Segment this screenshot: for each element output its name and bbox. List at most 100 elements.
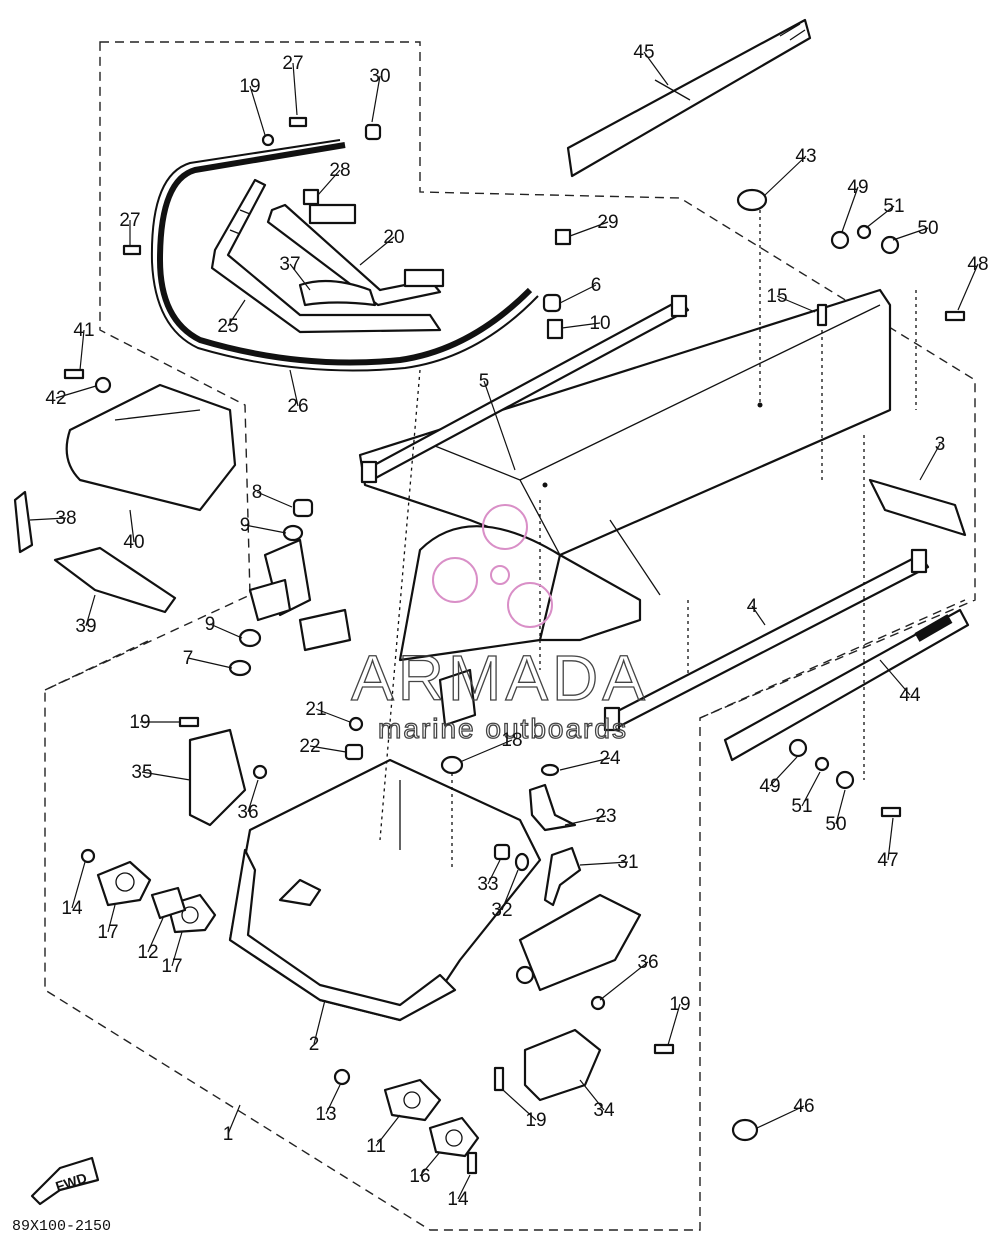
callout-21[interactable]: 21 (305, 699, 326, 720)
callout-17[interactable]: 17 (97, 922, 118, 943)
flange-17-left[interactable] (96, 860, 152, 907)
cover-40[interactable] (65, 383, 237, 512)
callout-41[interactable]: 41 (73, 320, 94, 341)
callout-6[interactable]: 6 (591, 275, 602, 296)
callout-19[interactable]: 19 (239, 76, 260, 97)
callout-30[interactable]: 30 (369, 66, 390, 87)
callout-50[interactable]: 50 (917, 218, 938, 239)
callout-10[interactable]: 10 (589, 313, 610, 334)
callout-7[interactable]: 7 (183, 648, 194, 669)
leader-lines (29, 51, 979, 1200)
callout-46[interactable]: 46 (793, 1096, 814, 1117)
callout-49[interactable]: 49 (759, 776, 780, 797)
leader-line-50 (892, 227, 929, 241)
leader-line-27 (292, 62, 298, 116)
decal-strip-44[interactable] (723, 608, 970, 762)
callout-15[interactable]: 15 (766, 286, 787, 307)
callout-8[interactable]: 8 (252, 482, 263, 503)
callout-48[interactable]: 48 (967, 254, 988, 275)
flange-16[interactable] (428, 1116, 480, 1158)
callout-44[interactable]: 44 (899, 685, 921, 706)
rail-5[interactable] (360, 294, 690, 484)
callout-51[interactable]: 51 (791, 796, 812, 817)
callout-28[interactable]: 28 (329, 160, 350, 181)
callout-12[interactable]: 12 (137, 942, 158, 963)
callout-14[interactable]: 14 (61, 898, 83, 919)
callout-38[interactable]: 38 (55, 508, 76, 529)
callout-20[interactable]: 20 (383, 227, 404, 248)
lower-pan-2[interactable] (228, 758, 642, 1022)
callout-2[interactable]: 2 (309, 1034, 320, 1055)
callout-36[interactable]: 36 (637, 952, 658, 973)
callout-40[interactable]: 40 (123, 532, 144, 553)
callout-13[interactable]: 13 (315, 1104, 336, 1125)
callout-27[interactable]: 27 (119, 210, 140, 231)
callout-11[interactable]: 11 (366, 1136, 386, 1157)
callout-9[interactable]: 9 (240, 515, 251, 536)
callout-45[interactable]: 45 (633, 42, 654, 63)
callout-32[interactable]: 32 (491, 900, 512, 921)
leader-line-20 (359, 236, 395, 266)
bracket-31[interactable] (543, 846, 582, 907)
tunnel-frame[interactable] (248, 288, 892, 727)
cap-30 (364, 123, 382, 141)
callout-36[interactable]: 36 (237, 802, 258, 823)
callout-5[interactable]: 5 (479, 371, 490, 392)
callout-27[interactable]: 27 (282, 53, 303, 74)
callout-50[interactable]: 50 (825, 814, 846, 835)
callout-33[interactable]: 33 (477, 874, 498, 895)
rail-4[interactable] (603, 548, 930, 732)
callout-34[interactable]: 34 (593, 1100, 615, 1121)
decal-strip-45[interactable] (566, 18, 812, 178)
callout-4[interactable]: 4 (747, 596, 758, 617)
pad-37[interactable] (298, 279, 377, 307)
plate-38[interactable] (13, 490, 34, 554)
callout-16[interactable]: 16 (409, 1166, 430, 1187)
callout-49[interactable]: 49 (847, 177, 868, 198)
bracket-34[interactable] (523, 1028, 602, 1102)
nut-33 (493, 843, 511, 861)
callout-25[interactable]: 25 (217, 316, 238, 337)
bumper-bracket-20[interactable] (266, 203, 445, 307)
bumper-bracket-25[interactable] (210, 178, 442, 334)
bracket-23[interactable] (528, 783, 577, 832)
callout-23[interactable]: 23 (595, 806, 616, 827)
callout-35[interactable]: 35 (131, 762, 152, 783)
callout-17[interactable]: 17 (161, 956, 182, 977)
callout-42[interactable]: 42 (45, 388, 66, 409)
leader-line-43 (764, 155, 807, 196)
flange-12[interactable] (150, 886, 187, 920)
flange-11[interactable] (383, 1078, 442, 1122)
callout-18[interactable]: 18 (501, 730, 522, 751)
watermark: ARMADA marine outboards (350, 504, 646, 745)
support-plate-3[interactable] (868, 478, 967, 537)
leader-line-23 (564, 815, 607, 826)
callout-26[interactable]: 26 (287, 396, 308, 417)
callout-14[interactable]: 14 (447, 1189, 469, 1210)
callout-19[interactable]: 19 (129, 712, 150, 733)
bumper-handle-26[interactable] (150, 139, 539, 372)
callout-9[interactable]: 9 (205, 614, 216, 635)
leader-line-14 (457, 1174, 471, 1200)
callout-24[interactable]: 24 (599, 748, 621, 769)
callout-51[interactable]: 51 (883, 196, 904, 217)
callout-1[interactable]: 1 (223, 1124, 234, 1145)
callout-19[interactable]: 19 (669, 994, 690, 1015)
plate-39[interactable] (53, 546, 177, 614)
bracket-35[interactable] (188, 728, 247, 827)
leader-line-19 (249, 85, 266, 136)
callout-22[interactable]: 22 (299, 736, 320, 757)
callout-31[interactable]: 31 (617, 852, 638, 873)
callout-39[interactable]: 39 (75, 616, 96, 637)
callout-37[interactable]: 37 (279, 254, 300, 275)
leader-line-36 (247, 779, 259, 813)
callout-19[interactable]: 19 (525, 1110, 546, 1131)
callout-43[interactable]: 43 (795, 146, 816, 167)
cap-46 (731, 1118, 759, 1142)
callout-47[interactable]: 47 (877, 850, 898, 871)
leader-line-51 (801, 771, 821, 807)
watermark-tagline: marine outboards (378, 713, 628, 744)
callout-3[interactable]: 3 (935, 434, 946, 455)
callout-29[interactable]: 29 (597, 212, 618, 233)
